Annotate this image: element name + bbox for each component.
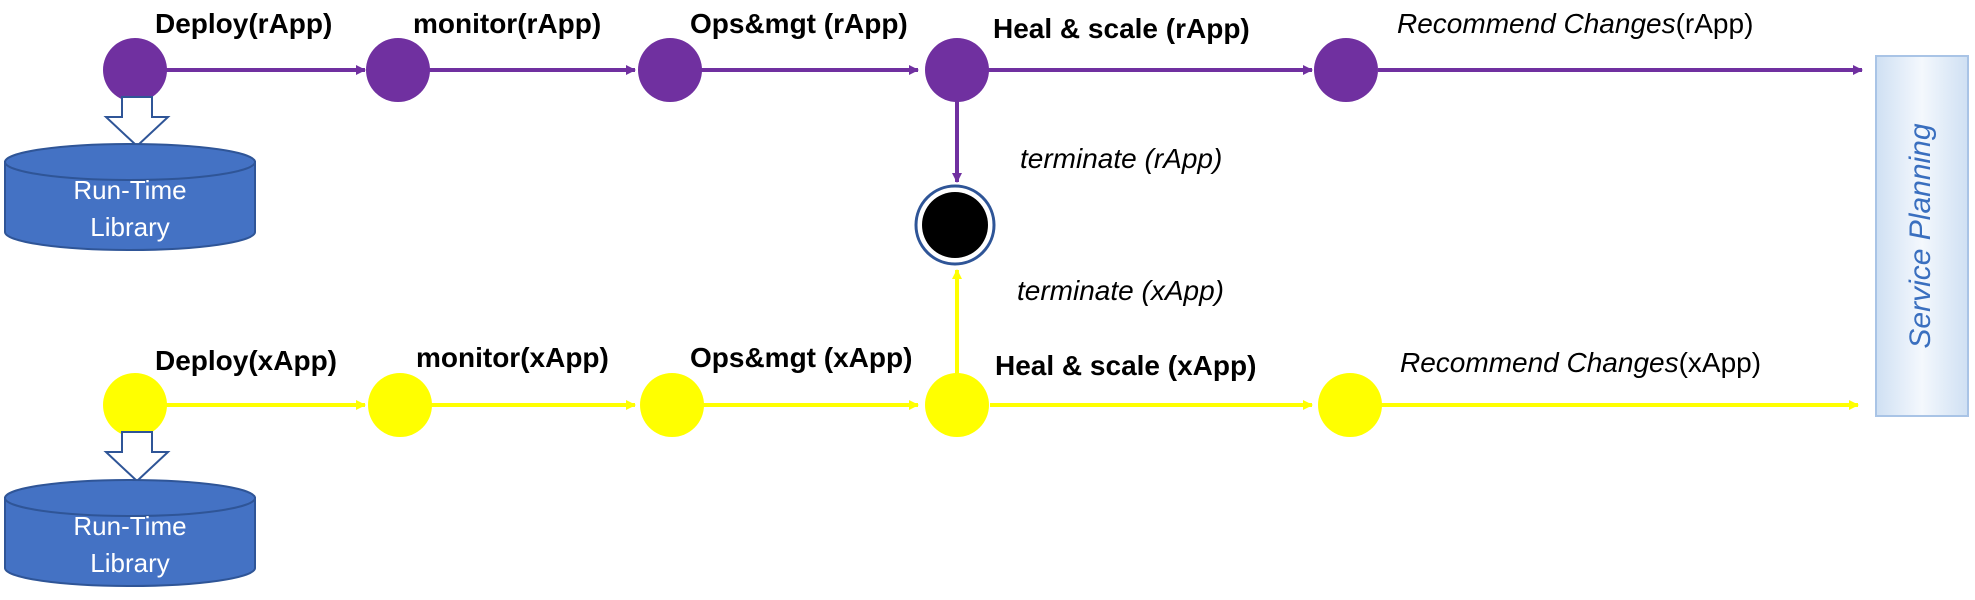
rapp-monitor-node bbox=[366, 38, 430, 102]
rapp-recommend-plain: (rApp) bbox=[1676, 8, 1754, 39]
rapp-heal-label: Heal & scale (rApp) bbox=[993, 13, 1250, 44]
rapp-recommend-node bbox=[1314, 38, 1378, 102]
xapp-library-line1: Run-Time bbox=[73, 511, 186, 541]
service-planning-box: Service Planning bbox=[1875, 55, 1969, 417]
rapp-monitor-label: monitor(rApp) bbox=[413, 8, 601, 39]
xapp-heal-label: Heal & scale (xApp) bbox=[995, 350, 1256, 381]
xapp-monitor-label: monitor(xApp) bbox=[416, 342, 609, 373]
xapp-monitor-node bbox=[368, 373, 432, 437]
xapp-recommend-label: Recommend Changes(xApp) bbox=[1400, 347, 1761, 378]
xapp-recommend-italic: Recommend Changes bbox=[1400, 347, 1679, 378]
rapp-runtime-library: Run-Time Library bbox=[4, 96, 256, 251]
xapp-deploy-label: Deploy(xApp) bbox=[155, 345, 337, 376]
rapp-recommend-label: Recommend Changes(rApp) bbox=[1397, 8, 1753, 39]
xapp-ops-node bbox=[640, 373, 704, 437]
hollow-down-arrow-icon bbox=[103, 96, 171, 148]
rapp-heal-node bbox=[925, 38, 989, 102]
final-state-icon bbox=[914, 184, 996, 266]
hollow-down-arrow-icon bbox=[103, 431, 171, 483]
rapp-deploy-label: Deploy(rApp) bbox=[155, 8, 332, 39]
xapp-library-line2: Library bbox=[90, 548, 169, 578]
xapp-runtime-library: Run-Time Library bbox=[4, 431, 256, 587]
xapp-ops-label: Ops&mgt (xApp) bbox=[690, 342, 912, 373]
service-planning-label: Service Planning bbox=[1904, 123, 1937, 348]
rapp-ops-node bbox=[638, 38, 702, 102]
cylinder-icon bbox=[4, 143, 256, 251]
rapp-library-line1: Run-Time bbox=[73, 175, 186, 205]
rapp-ops-label: Ops&mgt (rApp) bbox=[690, 8, 908, 39]
rapp-terminate-label: terminate (rApp) bbox=[1020, 143, 1222, 174]
cylinder-icon bbox=[4, 479, 256, 587]
xapp-deploy-node bbox=[103, 373, 167, 437]
xapp-heal-node bbox=[925, 373, 989, 437]
xapp-flow: Deploy(xApp) monitor(xApp) Ops&mgt (xApp… bbox=[103, 269, 1859, 437]
rapp-deploy-node bbox=[103, 38, 167, 102]
xapp-recommend-node bbox=[1318, 373, 1382, 437]
xapp-terminate-label: terminate (xApp) bbox=[1017, 275, 1224, 306]
xapp-recommend-plain: (xApp) bbox=[1679, 347, 1761, 378]
rapp-library-line2: Library bbox=[90, 212, 169, 242]
rapp-flow: Deploy(rApp) monitor(rApp) Ops&mgt (rApp… bbox=[103, 8, 1863, 183]
rapp-recommend-italic: Recommend Changes bbox=[1397, 8, 1676, 39]
